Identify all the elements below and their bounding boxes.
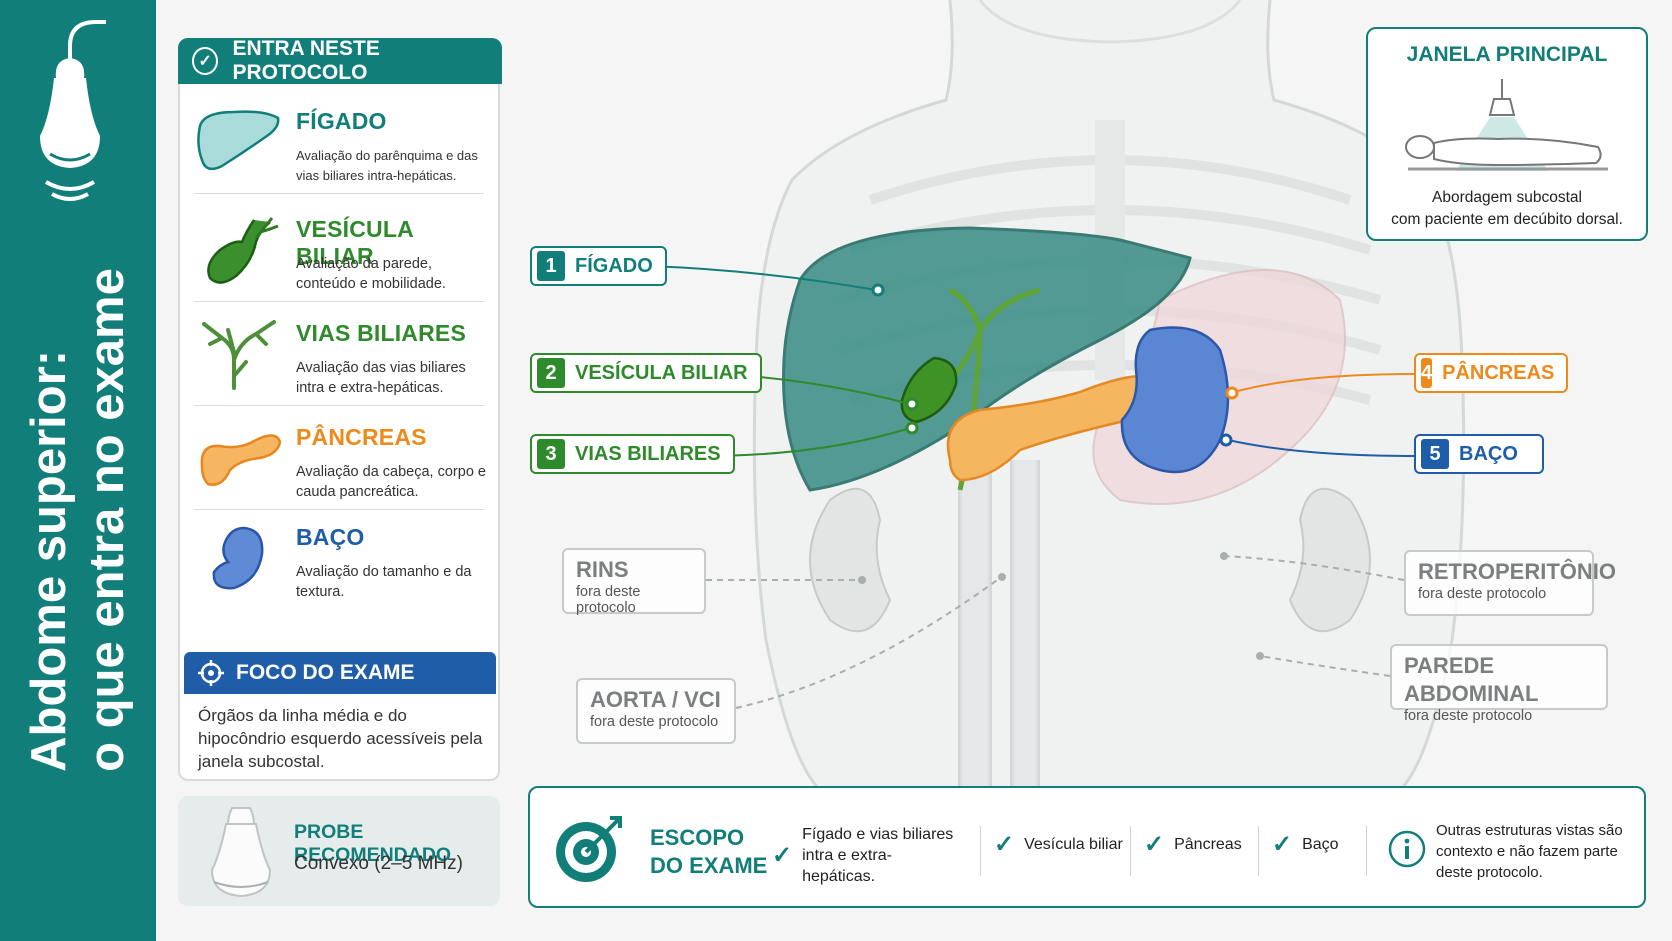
organ-item-figado: FÍGADO Avaliação do parênquima e das via… (194, 90, 484, 194)
callout-number: 4 (1421, 358, 1433, 388)
window-card: JANELA PRINCIPAL Abordagem subcostal com… (1366, 27, 1648, 241)
bile-ducts-icon (202, 320, 276, 390)
divider (980, 826, 981, 876)
scope-note: Outras estruturas vistas são contexto e … (1436, 822, 1623, 881)
focus-header: FOCO DO EXAME (184, 652, 496, 694)
callout-label: PÂNCREAS (1442, 361, 1555, 384)
organ-desc: Avaliação da cabeça, corpo e cauda pancr… (296, 464, 486, 500)
divider (1258, 826, 1259, 876)
excluded-note: fora deste protocolo (1404, 708, 1533, 724)
excluded-aorta: AORTA / VCI fora deste protocolo (576, 678, 736, 744)
organ-name: PÂNCREAS (296, 424, 427, 450)
callout-number: 2 (537, 358, 565, 388)
organ-name: VESÍCULA BILIAR (296, 216, 414, 269)
organ-name: BAÇO (296, 524, 365, 550)
window-desc-line1: Abordagem subcostal (1432, 189, 1582, 206)
excluded-note: fora deste protocolo (1418, 586, 1547, 602)
callout-pancreas: 4 PÂNCREAS (1414, 353, 1568, 393)
check-circle-icon: ✓ (192, 47, 219, 75)
excluded-title: AORTA / VCI (590, 687, 721, 712)
focus-header-label: FOCO DO EXAME (236, 661, 415, 684)
gallbladder-icon (207, 217, 279, 284)
scope-card: ESCOPO DO EXAME ✓ Fígado e vias biliares… (528, 786, 1646, 908)
probe-title: PROBE RECOMENDADO (294, 821, 452, 866)
excluded-rins: RINS fora deste protocolo (562, 548, 706, 616)
scope-title-line1: ESCOPO (650, 825, 745, 850)
organ-name: FÍGADO (296, 108, 387, 134)
scope-item-label: Baço (1302, 836, 1339, 853)
callout-number: 3 (537, 439, 565, 469)
liver-shape (782, 226, 1192, 492)
callout-label: VESÍCULA BILIAR (575, 361, 748, 384)
callout-label: VIAS BILIARES (575, 442, 721, 465)
callout-vias: 3 VIAS BILIARES (530, 434, 735, 474)
organ-desc: Avaliação das vias biliares intra e extr… (296, 360, 466, 396)
organ-item-vesicula: VESÍCULA BILIAR Avaliação da parede, con… (194, 198, 484, 302)
spleen-shape (1120, 326, 1230, 474)
excluded-title: PAREDE ABDOMINAL (1404, 653, 1539, 706)
organ-desc: Avaliação do tamanho e da textura. (296, 564, 472, 600)
callout-vesicula: 2 VESÍCULA BILIAR (530, 353, 762, 393)
organ-item-baco: BAÇO Avaliação do tamanho e da textura. (194, 506, 484, 610)
excluded-note: fora deste protocolo (590, 714, 719, 730)
organ-item-pancreas: PÂNCREAS Avaliação da cabeça, corpo e ca… (194, 406, 486, 510)
scope-item: ✓ Pâncreas (1144, 831, 1242, 858)
divider (1366, 826, 1367, 876)
check-icon: ✓ (994, 831, 1015, 858)
organ-name: VIAS BILIARES (296, 320, 467, 346)
callout-figado: 1 FÍGADO (530, 246, 667, 286)
protocol-header: ✓ ENTRA NESTE PROTOCOLO (178, 37, 502, 84)
probe-card: PROBE RECOMENDADO Convexo (2–5 MHz) (178, 796, 500, 906)
scope-title: ESCOPO DO EXAME (650, 824, 767, 880)
organ-item-vias: VIAS BILIARES Avaliação das vias biliare… (194, 302, 484, 406)
scope-item-label: Pâncreas (1174, 836, 1242, 853)
callout-label: FÍGADO (575, 254, 653, 277)
scope-item: ✓ Baço (1272, 831, 1339, 858)
callout-label: BAÇO (1459, 442, 1518, 465)
convex-probe-icon (210, 807, 272, 898)
check-icon: ✓ (772, 842, 793, 869)
check-icon: ✓ (1144, 831, 1165, 858)
protocol-card: ✓ ENTRA NESTE PROTOCOLO FÍGADO Avaliação… (178, 37, 502, 781)
pancreas-icon (200, 434, 282, 486)
focus-text: Órgãos da linha média e do hipocôndrio e… (198, 706, 483, 771)
patient-supine-icon (1405, 79, 1608, 171)
probe-value: Convexo (2–5 MHz) (294, 853, 463, 874)
excluded-note: fora deste protocolo (576, 584, 641, 616)
organ-desc: Avaliação do parênquima e das vias bilia… (296, 148, 478, 183)
callout-baco: 5 BAÇO (1414, 434, 1544, 474)
info-icon (1388, 830, 1426, 868)
ultrasound-probe-icon (40, 20, 106, 201)
callout-number: 1 (537, 251, 565, 281)
spleen-icon (212, 526, 264, 590)
excluded-retroperitonio: RETROPERITÔNIO fora deste protocolo (1404, 550, 1617, 616)
scope-item: ✓ Vesícula biliar (994, 831, 1123, 858)
divider (1130, 826, 1131, 876)
liver-icon (197, 110, 280, 171)
organ-desc: Avaliação da parede, conteúdo e mobilida… (296, 256, 446, 292)
window-title: JANELA PRINCIPAL (1406, 43, 1608, 66)
protocol-header-label: ENTRA NESTE PROTOCOLO (232, 37, 380, 84)
side-band: Abdome superior: o que entra no exame (0, 0, 156, 941)
scope-title-line2: DO EXAME (650, 853, 768, 878)
window-desc-line2: com paciente em decúbito dorsal. (1391, 211, 1623, 228)
callout-number: 5 (1421, 439, 1449, 469)
scope-item: ✓ Fígado e vias biliares intra e extra-h… (772, 824, 957, 887)
excluded-title: RETROPERITÔNIO (1418, 559, 1617, 584)
target-arrow-icon (556, 816, 622, 882)
anatomy-illustration (752, 0, 1466, 790)
excluded-title: RINS (576, 557, 629, 582)
window-desc: Abordagem subcostal com paciente em decú… (1368, 187, 1646, 231)
target-icon (198, 660, 224, 686)
scope-item-label: Vesícula biliar (1024, 836, 1123, 853)
kidney-left (809, 487, 892, 633)
check-icon: ✓ (1272, 831, 1293, 858)
scope-item-label: Fígado e vias biliares intra e extra-hep… (802, 826, 954, 885)
excluded-parede: PAREDE ABDOMINAL fora deste protocolo (1390, 644, 1608, 724)
